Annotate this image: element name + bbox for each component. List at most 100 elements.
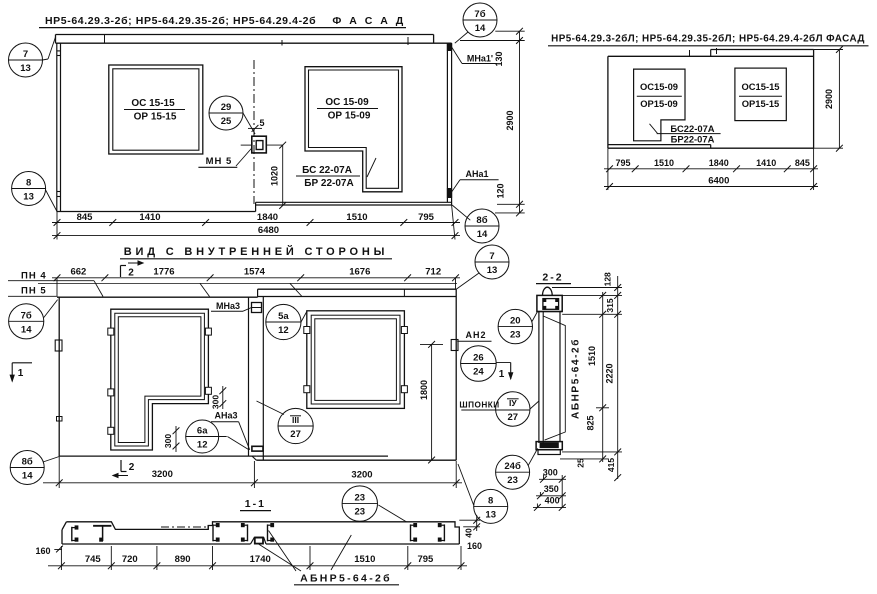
svg-text:3200: 3200 [351,470,372,481]
svg-text:5: 5 [259,118,264,128]
svg-text:130: 130 [494,51,504,66]
svg-text:1-1: 1-1 [245,498,266,510]
svg-text:20: 20 [510,316,521,327]
svg-text:1574: 1574 [244,267,266,278]
svg-text:АБНР5-64-2б: АБНР5-64-2б [300,573,392,585]
svg-text:14: 14 [22,471,33,482]
svg-text:1776: 1776 [153,267,174,278]
svg-text:МН 5: МН 5 [206,156,233,167]
svg-text:300: 300 [543,468,558,478]
svg-text:12: 12 [278,325,289,336]
svg-text:40: 40 [464,528,474,538]
svg-text:2220: 2220 [605,363,615,383]
svg-text:795: 795 [418,212,435,223]
svg-text:400: 400 [545,496,560,506]
svg-text:825: 825 [586,415,596,430]
svg-text:12: 12 [197,440,208,451]
svg-text:АНа1: АНа1 [465,169,488,179]
svg-text:ВИД С ВНУТРЕННЕЙ СТОРОНЫ: ВИД С ВНУТРЕННЕЙ СТОРОНЫ [124,245,388,258]
svg-text:795: 795 [417,554,434,565]
svg-text:25: 25 [221,116,232,127]
svg-text:МНа1': МНа1' [467,54,493,64]
svg-text:АНа3: АНа3 [214,411,237,421]
svg-text:1800: 1800 [419,380,429,400]
svg-text:13: 13 [23,192,34,203]
svg-text:ОС15-09: ОС15-09 [640,81,678,92]
svg-text:ПН 5: ПН 5 [21,286,47,297]
svg-text:6480: 6480 [258,225,279,236]
svg-text:IУ: IУ [509,398,517,408]
svg-text:160: 160 [35,546,50,556]
svg-text:ОР 15-09: ОР 15-09 [328,111,371,122]
svg-text:1510: 1510 [346,212,367,223]
svg-text:23: 23 [510,330,521,341]
svg-text:2: 2 [128,268,134,279]
svg-text:5а: 5а [278,311,289,322]
svg-text:2900: 2900 [824,89,834,109]
svg-text:6400: 6400 [708,176,729,187]
svg-text:300: 300 [211,395,221,409]
svg-text:МНа3: МНа3 [216,301,240,311]
svg-text:Ф А С А Д: Ф А С А Д [332,15,405,27]
svg-text:2900: 2900 [505,110,515,130]
svg-text:НР5-64.29.3-2б; НР5-64.29.35-2: НР5-64.29.3-2б; НР5-64.29.35-2б; НР5-64.… [45,15,316,27]
svg-text:160: 160 [467,541,482,551]
svg-text:8б: 8б [22,457,33,468]
svg-text:3200: 3200 [152,469,173,480]
svg-text:14: 14 [475,23,486,34]
svg-text:8: 8 [26,178,31,189]
svg-text:128: 128 [603,272,613,286]
svg-text:НР5-64.29.3-2бЛ; НР5-64.29.35-: НР5-64.29.3-2бЛ; НР5-64.29.35-2бЛ; НР5-6… [551,34,865,45]
svg-text:24: 24 [473,367,484,378]
svg-text:ОР15-09: ОР15-09 [640,98,678,109]
svg-text:712: 712 [425,267,441,278]
svg-text:14: 14 [21,324,32,335]
svg-text:ПН 4: ПН 4 [21,271,47,282]
svg-text:БС 22-07А: БС 22-07А [302,165,352,176]
svg-text:1410: 1410 [139,212,160,223]
svg-text:745: 745 [85,554,102,565]
svg-text:7б: 7б [474,9,485,20]
svg-text:ОС 15-09: ОС 15-09 [325,97,369,108]
svg-text:415: 415 [606,458,616,472]
svg-text:АН2: АН2 [465,330,486,340]
svg-text:2-2: 2-2 [542,272,563,284]
svg-text:26: 26 [473,353,484,364]
svg-text:315: 315 [605,298,615,312]
svg-text:1740: 1740 [250,554,271,565]
svg-text:13: 13 [485,509,496,520]
svg-text:25: 25 [576,458,586,468]
svg-text:7б: 7б [21,310,32,321]
svg-text:1840: 1840 [709,158,729,168]
svg-text:1676: 1676 [349,267,370,278]
svg-text:662: 662 [70,267,86,278]
svg-text:27: 27 [290,429,301,440]
svg-text:23: 23 [355,493,366,504]
svg-text:795: 795 [615,158,630,168]
svg-text:2: 2 [129,462,135,473]
svg-text:14: 14 [477,229,488,240]
svg-text:БР 22-07А: БР 22-07А [304,178,353,189]
svg-text:1510: 1510 [654,158,674,168]
svg-text:120: 120 [496,183,506,198]
svg-text:300: 300 [163,434,173,448]
svg-text:ОС 15-15: ОС 15-15 [131,98,175,109]
svg-text:845: 845 [795,158,810,168]
svg-text:1510: 1510 [587,346,597,366]
svg-text:1510: 1510 [354,554,375,565]
svg-text:8: 8 [488,495,493,506]
svg-text:350: 350 [544,484,559,494]
svg-text:23: 23 [507,475,518,486]
svg-text:ОР 15-15: ОР 15-15 [134,112,177,123]
svg-text:6а: 6а [197,426,208,437]
svg-text:ШПОНКИ: ШПОНКИ [459,401,499,410]
svg-text:1020: 1020 [270,166,280,186]
svg-text:ОС15-15: ОС15-15 [741,81,779,92]
svg-text:ОР15-15: ОР15-15 [742,98,780,109]
svg-text:АБНР5-64-2б: АБНР5-64-2б [569,338,581,419]
svg-text:1840: 1840 [257,212,278,223]
svg-text:БС22-07А: БС22-07А [670,123,714,134]
svg-text:13: 13 [20,63,31,74]
svg-text:24б: 24б [504,461,521,472]
svg-text:23: 23 [355,507,366,518]
